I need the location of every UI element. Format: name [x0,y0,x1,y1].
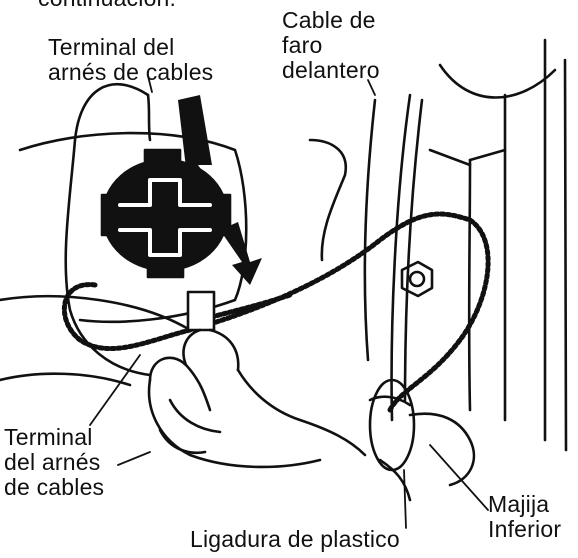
socket-highlights [118,178,212,257]
label-headlight-cable-line-2: faro [282,32,323,58]
label-lower-bracket-line-2: Inferior [488,516,562,542]
label-headlight-cable-line-1: Cable de [282,7,376,33]
bulb-socket [100,148,232,279]
cut-off-heading: continuación: [38,0,176,11]
label-plastic-tie: Ligadura de plastico [190,527,400,552]
harness-wire [64,83,152,377]
label-harness-terminal-top-line-1: Terminal del [48,34,175,60]
label-lower-bracket-line-1: Majija [488,491,550,517]
label-harness-terminal-bottom: Terminal del arnés de cables [4,425,104,500]
lower-bracket [408,412,476,487]
leader-lines [89,75,489,529]
bolt [400,260,434,298]
label-harness-terminal-top-line-2: arnés de cables [48,59,214,85]
label-harness-terminal-bottom-line-2: del arnés [4,449,101,475]
body-panel [363,38,568,452]
rotation-arrows [178,95,262,285]
label-lower-bracket: Majija Inferior [488,492,561,542]
label-plastic-tie-text: Ligadura de plastico [190,526,400,552]
cut-off-heading-text: continuación: [38,0,176,11]
hand [147,290,367,469]
label-headlight-cable-line-3: delantero [282,57,380,83]
label-harness-terminal-bottom-line-3: de cables [4,474,105,500]
label-harness-terminal-bottom-line-1: Terminal [4,424,93,450]
headlight-housing [0,131,348,387]
plastic-tie [368,378,416,502]
label-harness-terminal-top: Terminal del arnés de cables [48,35,213,85]
label-headlight-cable: Cable de faro delantero [282,8,380,83]
